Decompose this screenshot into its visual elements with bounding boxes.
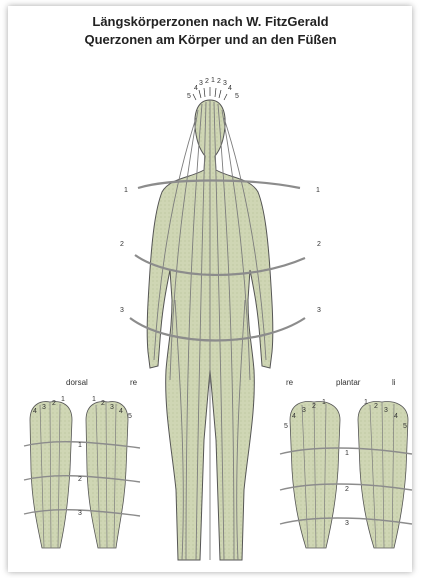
- plantar-left-toe-4: 4: [292, 413, 296, 420]
- zone-label-right-1: 1: [316, 187, 320, 194]
- dorsal-right-toe-5: 5: [128, 413, 132, 420]
- dorsal-zone-3: 3: [78, 510, 82, 517]
- plantar-right-toe-2: 2: [374, 403, 378, 410]
- dorsal-feet: [24, 402, 140, 548]
- plantar-zone-3: 3: [345, 520, 349, 527]
- plantar-right-toe-1: 1: [364, 399, 368, 406]
- zone-label-left-2: 2: [120, 241, 124, 248]
- plantar-left-toe-3: 3: [302, 407, 306, 414]
- head-zone-5-left: 5: [187, 93, 191, 100]
- plantar-right-toe-5: 5: [403, 423, 407, 430]
- zone-label-right-2: 2: [317, 241, 321, 248]
- label-re-left-group: re: [130, 378, 137, 387]
- head-zone-3-left: 3: [199, 80, 203, 87]
- dorsal-zone-2: 2: [78, 476, 82, 483]
- plantar-zone-1: 1: [345, 450, 349, 457]
- head-zone-5-right: 5: [235, 93, 239, 100]
- label-plantar: plantar: [336, 378, 360, 387]
- head-zone-2-left: 2: [205, 78, 209, 85]
- dorsal-right-toe-1: 1: [92, 396, 96, 403]
- plantar-left-toe-2: 2: [312, 403, 316, 410]
- dorsal-left-toe-3: 3: [42, 404, 46, 411]
- dorsal-zone-1: 1: [78, 442, 82, 449]
- head-zone-4-right: 4: [228, 85, 232, 92]
- label-dorsal: dorsal: [66, 378, 88, 387]
- head-zone-2-right: 2: [217, 78, 221, 85]
- label-li: li: [392, 378, 396, 387]
- zone-label-right-3: 3: [317, 307, 321, 314]
- dorsal-right-toe-4: 4: [119, 408, 123, 415]
- zone-label-left-3: 3: [120, 307, 124, 314]
- label-re-right-group: re: [286, 378, 293, 387]
- plantar-right-toe-3: 3: [384, 407, 388, 414]
- dorsal-left-toe-2: 2: [52, 400, 56, 407]
- dorsal-right-toe-3: 3: [110, 404, 114, 411]
- zone-label-left-1: 1: [124, 187, 128, 194]
- plantar-left-toe-5: 5: [284, 423, 288, 430]
- plantar-zone-2: 2: [345, 486, 349, 493]
- head-zone-4-left: 4: [194, 85, 198, 92]
- dorsal-right-toe-2: 2: [101, 400, 105, 407]
- head-zone-1: 1: [211, 77, 215, 84]
- plantar-left-toe-1: 1: [322, 399, 326, 406]
- plantar-right-toe-4: 4: [394, 413, 398, 420]
- head-zone-3-right: 3: [223, 80, 227, 87]
- dorsal-left-toe-1: 1: [61, 396, 65, 403]
- dorsal-left-toe-4: 4: [33, 408, 37, 415]
